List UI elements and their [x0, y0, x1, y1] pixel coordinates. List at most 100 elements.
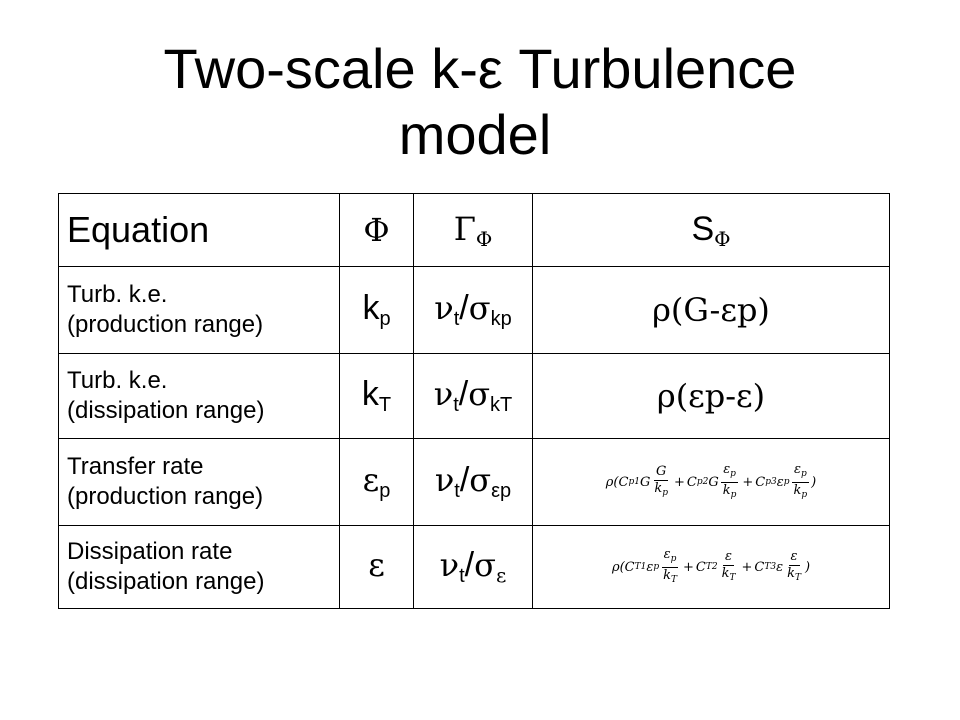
row-variable: k — [362, 289, 380, 327]
formula-term1-multiplier-subscript: p — [653, 562, 660, 572]
formula-term2-numerator: εp — [721, 462, 738, 483]
formula-plus-2: + — [742, 474, 754, 490]
row-variable-subscript: p — [379, 480, 391, 502]
formula-term2-fraction: εp kp — [721, 462, 739, 503]
row-diffusivity-nu-subscript: t — [453, 308, 460, 330]
row-diffusivity-sigma: σ — [468, 289, 491, 327]
formula-term3-coef-subscript: p3 — [765, 477, 777, 487]
formula-plus-1: + — [683, 559, 694, 575]
row-diffusivity-cell: νt/σε — [413, 525, 533, 609]
row-diffusivity-sigma: σ — [468, 375, 491, 413]
formula-term1-coef: C — [624, 559, 635, 575]
row-diffusivity-nu: ν — [433, 375, 454, 413]
formula-term3-denominator-subscript: T — [794, 572, 801, 583]
header-phi-cell: Φ — [339, 193, 414, 267]
formula-term3-coef: C — [755, 474, 766, 490]
formula-term1-denominator-text: k — [654, 480, 663, 496]
formula-term1-denominator-text: k — [663, 567, 671, 583]
formula-term3-coef: C — [754, 559, 765, 575]
header-equation-cell: Equation — [58, 193, 340, 267]
row-source: ρ(εp-ε) — [656, 377, 766, 415]
row-variable: ε — [362, 461, 380, 499]
formula-term3-denominator-subscript: p — [801, 489, 808, 500]
row-diffusivity-nu: ν — [434, 289, 454, 327]
formula-term2-denominator-subscript: p — [730, 489, 737, 500]
formula-term3-multiplier: ε — [776, 474, 784, 490]
row-description-line2: (production range) — [67, 483, 264, 510]
formula-close: ) — [811, 474, 817, 490]
formula-open: ρ( — [611, 559, 625, 575]
formula-term3-fraction: εp kp — [791, 461, 810, 503]
header-gamma-cell: ΓΦ — [413, 193, 533, 267]
table-header-row: Equation Φ ΓΦ SΦ — [58, 193, 890, 267]
row-description-line1: Turb. k.e. — [67, 367, 168, 394]
row-diffusivity-slash: / — [464, 546, 475, 584]
row-source-cell: ρ(εp-ε) — [532, 353, 890, 439]
formula-term2-denominator-subscript: T — [729, 572, 736, 583]
formula-term2-numerator-text: ε — [725, 548, 733, 564]
row-description-line1: Dissipation rate — [67, 538, 233, 565]
formula-term1-multiplier: G — [639, 474, 651, 490]
header-gamma: Γ — [453, 209, 476, 248]
formula-term3-denominator: kp — [792, 483, 810, 503]
equation-table: Equation Φ ΓΦ SΦ Turb. k.e. (production … — [58, 193, 890, 609]
formula-term2-coef: C — [686, 474, 697, 490]
formula-term3-numerator-subscript: p — [800, 468, 807, 479]
row-description-line1: Turb. k.e. — [67, 281, 168, 308]
header-phi: Φ — [363, 211, 390, 249]
slide-title-line2: model — [398, 103, 552, 166]
row-diffusivity-slash: / — [459, 289, 469, 327]
formula-term2-numerator-subscript: p — [730, 468, 736, 479]
row-source: ρ(G-εp) — [652, 291, 770, 329]
row-diffusivity-sigma-subscript: εp — [491, 480, 512, 502]
formula-term3-coef-subscript: T3 — [764, 562, 777, 572]
row-diffusivity-nu-subscript: t — [453, 394, 459, 416]
formula-open: ρ( — [605, 474, 619, 490]
row-diffusivity-sigma: σ — [469, 461, 492, 499]
formula-term3-numerator: εp — [791, 461, 809, 483]
formula-term1-numerator-text: ε — [663, 546, 671, 562]
formula-term1-numerator: εp — [661, 546, 679, 568]
header-source-subscript: Φ — [714, 226, 731, 251]
formula-term3-multiplier: ε — [776, 559, 784, 575]
row-diffusivity-slash: / — [458, 375, 469, 413]
formula-plus-2: + — [741, 559, 753, 575]
table-row: Dissipation rate (dissipation range) ε ν… — [58, 525, 890, 609]
formula-term3-numerator-text: ε — [793, 461, 801, 477]
header-source-cell: SΦ — [532, 193, 890, 267]
header-gamma-subscript: Φ — [475, 226, 493, 251]
formula-term1-fraction: G kp — [652, 464, 670, 501]
header-source: S — [691, 209, 715, 248]
formula-term2-coef-subscript: p2 — [696, 477, 709, 487]
table-row: Turb. k.e. (production range) kp νt/σkp … — [58, 266, 890, 354]
row-diffusivity-nu-subscript: t — [459, 565, 465, 587]
row-diffusivity-cell: νt/σεp — [413, 438, 533, 526]
row-diffusivity-cell: νt/σkT — [413, 353, 533, 439]
formula-term1-numerator-text: G — [655, 463, 667, 479]
row-diffusivity-sigma-subscript: kp — [490, 308, 512, 330]
row-diffusivity-cell: νt/σkp — [413, 266, 533, 354]
formula-term1-denominator: kp — [652, 481, 670, 501]
formula-term2-numerator-text: ε — [723, 461, 731, 477]
row-diffusivity-nu: ν — [439, 546, 460, 584]
formula-term3-denominator-text: k — [793, 482, 802, 498]
table-row: Turb. k.e. (dissipation range) kT νt/σkT… — [58, 353, 890, 439]
row-description-line2: (dissipation range) — [67, 568, 265, 595]
row-description-cell: Turb. k.e. (dissipation range) — [58, 353, 340, 439]
row-variable-cell: εp — [339, 438, 414, 526]
slide-title: Two-scale k-ε Turbulence model — [0, 36, 960, 168]
formula-term3-denominator: kT — [785, 566, 803, 586]
formula-plus-1: + — [673, 474, 685, 490]
formula-close: ) — [804, 559, 811, 575]
formula-term1-coef-subscript: p1 — [628, 477, 640, 487]
row-diffusivity-nu: ν — [434, 461, 455, 499]
row-source-cell: ρ(G-εp) — [532, 266, 890, 354]
formula-term2-fraction: ε kT — [720, 549, 738, 586]
row-description-cell: Transfer rate (production range) — [58, 438, 340, 526]
row-description-line2: (dissipation range) — [67, 397, 265, 424]
formula-term1-denominator-subscript: p — [662, 487, 668, 498]
row-description-cell: Turb. k.e. (production range) — [58, 266, 340, 354]
formula-term1-numerator: G — [653, 463, 669, 481]
formula-term3-numerator: ε — [788, 549, 800, 566]
